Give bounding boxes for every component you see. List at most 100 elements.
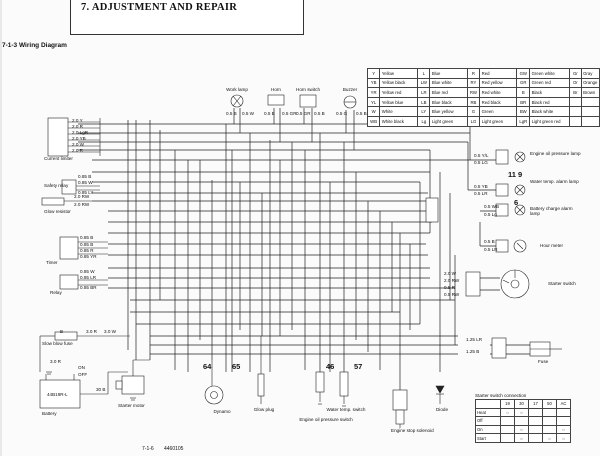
horn-switch-label: Horn switch: [296, 87, 320, 92]
off-label: OFF: [78, 372, 88, 377]
b-terminal-label: B: [60, 329, 64, 334]
engine-stop-solenoid-label: Engine stop solenoid: [391, 428, 434, 433]
fuse-label: Fuse: [538, 359, 549, 364]
hour-meter-label: Hour meter: [540, 243, 563, 248]
on-label: ON: [78, 365, 85, 370]
legend-code: GR: [516, 77, 531, 89]
legend-code: Gr: [569, 68, 582, 79]
ss-col-header: 19: [500, 399, 515, 409]
starter-switch-connection-table: 19 30 17 50 AC Heat ○○ Off On ○○ Start ○…: [475, 399, 571, 443]
legend-color: Black: [529, 87, 571, 98]
wire-code: 0.85 B: [80, 235, 94, 240]
safety-relay-label: Safety relay: [44, 183, 69, 188]
ref-number-6: 6: [514, 198, 519, 207]
wire-code: 0.5 LR: [484, 247, 498, 252]
work-lamp-label: Work lamp: [226, 87, 248, 92]
legend-row: YR Yellow red LR Blue red RW Red white B…: [366, 87, 600, 98]
legend-color: Blue: [429, 68, 468, 79]
water-temp-lamp-label: Water temp. alarm lamp: [530, 179, 579, 184]
ref-number-64: 64: [203, 362, 212, 371]
legend-color: Yellow red: [379, 87, 419, 98]
ref-number-57: 57: [354, 362, 363, 371]
wire-code: 0.5 GR: [296, 111, 311, 116]
legend-color: Light green: [429, 115, 468, 127]
glow-plug-label: Glow plug: [253, 407, 275, 412]
buzzer-label: Buzzer: [342, 87, 358, 92]
legend-color: White black: [379, 115, 419, 127]
legend-code: W: [366, 106, 381, 117]
ss-header-row: 19 30 17 50 AC: [475, 399, 571, 409]
wire-code: 3.0 R: [50, 359, 61, 364]
ss-row-label: Off: [475, 416, 501, 426]
ss-col-header: 30: [514, 399, 529, 409]
legend-color: [580, 106, 600, 117]
engine-oil-pressure-switch-label: Engine oil pressure switch: [299, 417, 353, 422]
legend-color: Blue black: [429, 96, 468, 108]
relay-label: Relay: [50, 290, 62, 295]
legend-color: Green red: [529, 77, 571, 89]
legend-code: YB: [366, 77, 381, 89]
legend-row: YB Yellow black LW Blue white RY Red yel…: [366, 77, 600, 89]
wire-code: 0.5 RW: [444, 292, 460, 297]
wire-code: 30 B: [96, 387, 106, 392]
slow-blow-fuse-label: Slow blow fuse: [42, 341, 73, 346]
wire-code: 0.85 W: [78, 180, 93, 185]
wire-code: 2.0 LgR: [72, 130, 89, 135]
wire-code: 2.0 R: [72, 148, 83, 153]
wire-code: 0.85 R: [80, 248, 94, 253]
wire-code: 3.0 R: [86, 329, 97, 334]
legend-color: Red yellow: [479, 77, 518, 89]
legend-color: Orange: [580, 77, 600, 89]
legend-color: Red white: [479, 87, 518, 98]
starter-switch-label: Starter switch: [548, 281, 576, 286]
horn-label: Horn: [271, 87, 281, 92]
wire-code: 2.0 RW: [444, 278, 460, 283]
legend-color: Blue yellow: [429, 106, 468, 117]
legend-code: LG: [466, 115, 481, 127]
ss-col-header: 50: [542, 399, 557, 409]
wire-code: 2.0 R: [72, 124, 83, 129]
glow-resistor-label: Glow resistor: [44, 209, 71, 214]
legend-code: BW: [516, 106, 531, 117]
wire-code: 1.25 B: [466, 349, 480, 354]
legend-code: YR: [366, 87, 381, 98]
timer-label: Timer: [46, 260, 58, 265]
ref-number-9: 9: [518, 170, 523, 179]
legend-color: Red black: [479, 96, 518, 108]
wire-color-legend: Y Yellow L Blue R Red GW Green white Gr …: [366, 68, 600, 127]
oil-pressure-lamp-label: Engine oil pressure lamp: [530, 151, 581, 156]
legend-code: WB: [366, 115, 381, 127]
legend-color: Light green: [479, 115, 518, 127]
wire-code: 0.5 GR: [282, 111, 297, 116]
dynamo-label: Dynamo: [213, 409, 231, 414]
wire-code: 0.5 Y/L: [474, 153, 489, 158]
legend-code: RB: [466, 96, 481, 108]
ref-number-46: 46: [326, 362, 335, 371]
legend-row: Y Yellow L Blue R Red GW Green white Gr …: [366, 68, 600, 79]
wire-code: 0.5 B: [226, 111, 237, 116]
legend-row: YL Yellow blue LB Blue black RB Red blac…: [366, 96, 600, 108]
ss-row-label: Heat: [475, 407, 501, 418]
legend-color: Yellow black: [379, 77, 419, 89]
legend-code: Lg: [417, 115, 431, 127]
legend-code: Y: [366, 68, 381, 79]
legend-code: LgR: [516, 115, 531, 127]
page-number: 7-1-6: [142, 446, 154, 452]
ss-col-header: AC: [556, 399, 571, 409]
legend-color: Gray: [580, 68, 600, 79]
legend-color: White: [379, 106, 419, 117]
diode-label: Diode: [435, 407, 449, 412]
wire-code: 2.0 RW: [74, 194, 90, 199]
legend-code: LY: [417, 106, 431, 117]
wire-code: 0.85 BR: [80, 285, 97, 290]
legend-code: YL: [366, 96, 381, 108]
legend-row: WB White black Lg Light green LG Light g…: [366, 115, 600, 127]
wire-code: 0.85 W: [80, 269, 95, 274]
wire-code: 0.5 LG: [474, 160, 488, 165]
wire-code: 0.5 YB: [474, 184, 488, 189]
battery-label: Battery: [42, 411, 57, 416]
legend-color: Yellow: [379, 68, 419, 79]
wire-code: 0.5 Lg: [484, 212, 497, 217]
wire-code: 0.5 B: [264, 111, 275, 116]
